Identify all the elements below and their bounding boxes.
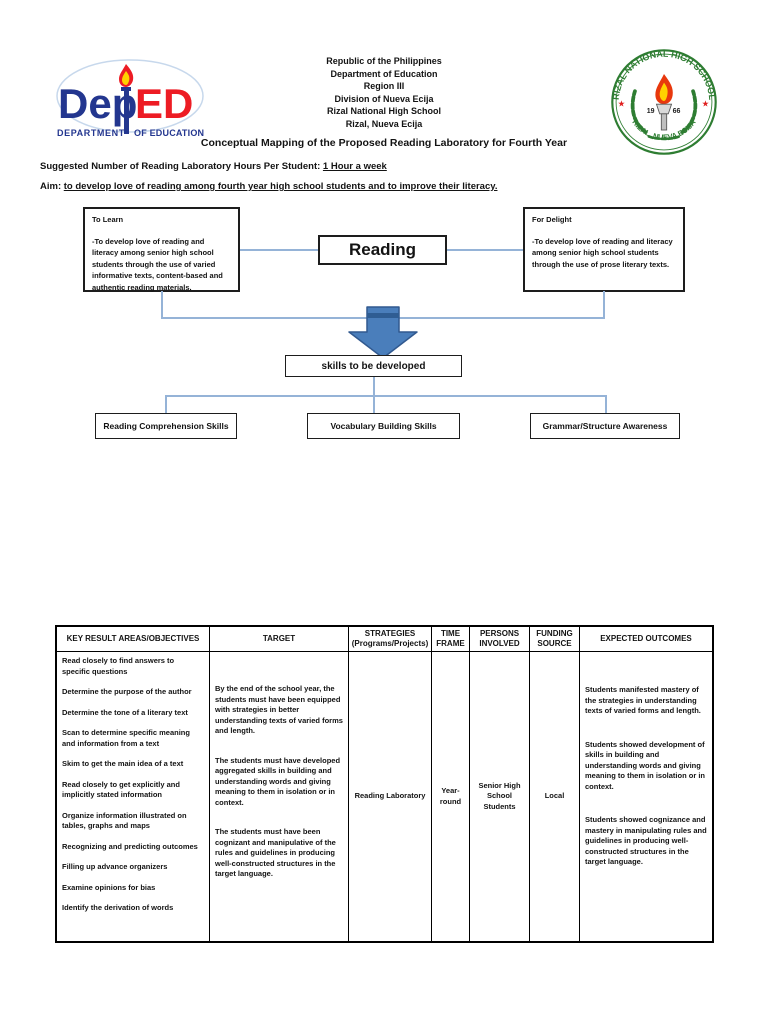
table-header-target: TARGET xyxy=(210,627,349,652)
paragraph: Read closely to find answers to specific… xyxy=(62,656,175,676)
table-header-strategies: STRATEGIES (Programs/Projects) xyxy=(349,627,432,652)
table-cell-objectives: Read closely to find answers to specific… xyxy=(57,652,210,941)
deped-sub-right: OF EDUCATION xyxy=(134,128,204,138)
skills-box-label: skills to be developed xyxy=(321,360,426,372)
reading-box: Reading xyxy=(318,235,447,265)
skill-label: Vocabulary Building Skills xyxy=(330,421,437,431)
paragraph: Students showed development of skills in… xyxy=(585,739,706,791)
table-cell-timeframe: Year-round xyxy=(432,652,470,941)
aim-label: Aim: xyxy=(40,181,64,192)
to-learn-body: -To develop love of reading and literacy… xyxy=(92,236,223,292)
skills-box: skills to be developed xyxy=(285,355,462,377)
aim-value: to develop love of reading among fourth … xyxy=(63,181,498,192)
skill-label: Reading Comprehension Skills xyxy=(103,421,229,431)
table-header-outcomes: EXPECTED OUTCOMES xyxy=(580,627,712,652)
seal-year-left: 19 xyxy=(647,108,655,115)
for-delight-body: -To develop love of reading and literacy… xyxy=(532,236,673,269)
connector-line xyxy=(165,395,167,413)
for-delight-title: For Delight xyxy=(532,215,572,224)
org-header-block: Republic of the Philippines Department o… xyxy=(234,55,534,130)
skill-box-reading-comprehension: Reading Comprehension Skills xyxy=(95,413,237,439)
laurel-wreath-icon xyxy=(630,89,698,141)
deped-sub-left: DEPARTMENT xyxy=(57,128,125,138)
paragraph: The students must have developed aggrega… xyxy=(215,755,341,807)
to-learn-title: To Learn xyxy=(92,215,124,224)
seal-star-right-icon: ★ xyxy=(702,98,710,108)
paragraph: Identify the derivation of words xyxy=(62,903,174,912)
hours-label: Suggested Number of Reading Laboratory H… xyxy=(40,161,323,172)
hours-value: 1 Hour a week xyxy=(322,161,387,172)
paragraph: Examine opinions for bias xyxy=(62,882,156,892)
table-cell-outcomes: Students manifested mastery of the strat… xyxy=(580,652,712,941)
paragraph: Determine the tone of a literary text xyxy=(62,707,188,717)
org-line: Rizal, Nueva Ecija xyxy=(345,118,423,129)
skill-box-vocabulary-building: Vocabulary Building Skills xyxy=(307,413,460,439)
reading-label: Reading xyxy=(348,240,417,259)
paragraph: Skim to get the main idea of a text xyxy=(62,759,184,768)
org-line: Republic of the Philippines xyxy=(326,56,442,66)
school-seal: RIZAL NATIONAL HIGH SCHOOL RIZAL, NUEVA … xyxy=(611,49,717,155)
skill-label: Grammar/Structure Awareness xyxy=(542,421,668,431)
table-cell-funding: Local xyxy=(530,652,580,941)
org-line: Rizal National High School xyxy=(326,106,441,116)
table-header-funding: FUNDING SOURCE xyxy=(530,627,580,652)
deped-logo: Dep ED DEPARTMENT OF EDUCATION xyxy=(56,59,204,138)
seal-year-right: 66 xyxy=(673,108,681,115)
connector-line xyxy=(240,249,318,251)
org-line: Region III xyxy=(363,81,405,91)
connector-line xyxy=(161,291,163,318)
page-title: Conceptual Mapping of the Proposed Readi… xyxy=(200,137,568,149)
key-result-table: KEY RESULT AREAS/OBJECTIVES TARGET STRAT… xyxy=(55,625,714,943)
connector-line xyxy=(447,249,523,251)
seal-torch-icon xyxy=(655,74,673,131)
paragraph: Read closely to get explicitly and impli… xyxy=(62,779,180,800)
connector-line xyxy=(603,291,605,318)
for-delight-box: For Delight -To develop love of reading … xyxy=(523,207,685,292)
deped-text-ed: ED xyxy=(135,80,193,127)
table-cell-target: By the end of the school year, the stude… xyxy=(210,652,349,941)
paragraph: By the end of the school year, the stude… xyxy=(215,684,343,735)
table-cell-strategies: Reading Laboratory xyxy=(349,652,432,941)
paragraph: Students showed cognizance and mastery i… xyxy=(585,815,707,866)
paragraph: The students must have been cognizant an… xyxy=(215,827,336,878)
paragraph: Determine the purpose of the author xyxy=(62,687,192,696)
seal-star-left-icon: ★ xyxy=(618,98,626,108)
paragraph: Scan to determine specific meaning and i… xyxy=(62,728,190,748)
paragraph: Recognizing and predicting outcomes xyxy=(62,841,198,851)
table-cell-persons: Senior High School Students xyxy=(470,652,530,941)
paragraph: Organize information illustrated on tabl… xyxy=(62,810,187,831)
aim-line: Aim: to develop love of reading among fo… xyxy=(40,181,497,192)
connector-line xyxy=(165,395,607,397)
to-learn-box: To Learn -To develop love of reading and… xyxy=(83,207,240,292)
org-line: Division of Nueva Ecija xyxy=(334,93,434,104)
connector-line xyxy=(605,395,607,413)
skill-box-grammar-structure: Grammar/Structure Awareness xyxy=(530,413,680,439)
hours-line: Suggested Number of Reading Laboratory H… xyxy=(40,161,387,172)
paragraph: Filling up advance organizers xyxy=(62,862,168,871)
table-header-timeframe: TIME FRAME xyxy=(432,627,470,652)
paragraph: Students manifested mastery of the strat… xyxy=(585,685,701,715)
torch-flame-icon xyxy=(119,64,134,134)
org-line: Department of Education xyxy=(330,68,438,79)
table-header-persons: PERSONS INVOLVED xyxy=(470,627,530,652)
down-arrow-icon xyxy=(348,306,418,359)
table-header-objectives: KEY RESULT AREAS/OBJECTIVES xyxy=(57,627,210,652)
